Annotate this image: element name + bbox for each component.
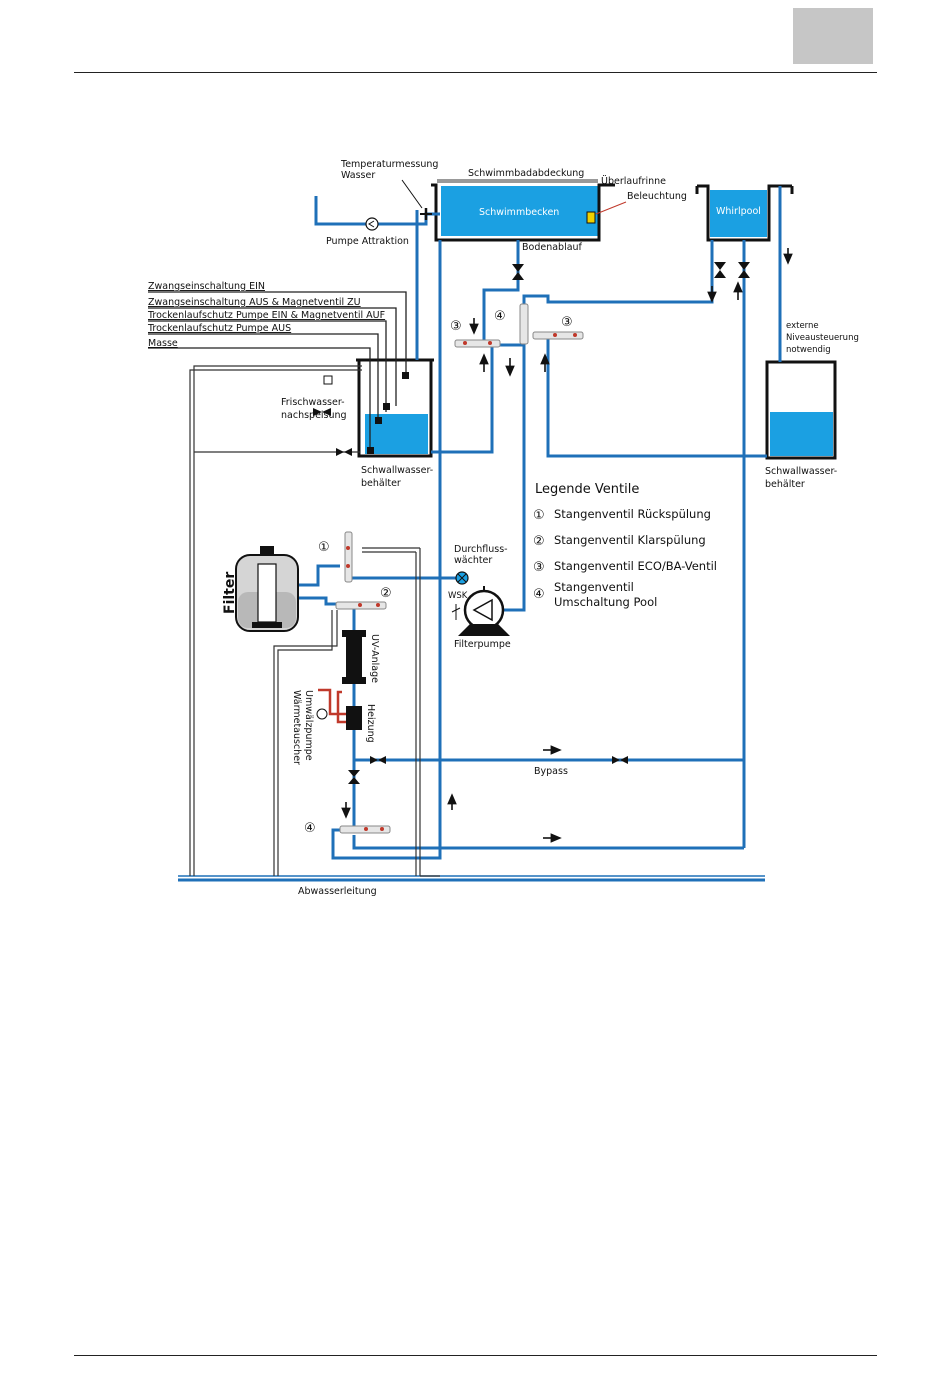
heater-icon [346, 706, 362, 730]
whirlpool-label: Whirlpool [716, 206, 761, 217]
external-label-1: externe [786, 321, 819, 331]
whirlpool-tank: Whirlpool [695, 184, 794, 242]
surge-left-label-1: Schwallwasser- [361, 465, 433, 476]
cover-label: Schwimmbadabdeckung [468, 168, 584, 179]
wire-label-3: Trockenlaufschutz Pumpe EIN & Magnetvent… [147, 310, 385, 321]
heater-label: Heizung [365, 704, 376, 743]
surge-tank-left [356, 358, 434, 458]
surge-right-label-1: Schwallwasser- [765, 466, 837, 477]
circ-pump-label-1: Umwälzpumpe [303, 690, 314, 761]
legend-title: Legende Ventile [535, 482, 639, 497]
uv-unit-icon [342, 630, 366, 684]
pump-attraction-label: Pumpe Attraktion [326, 236, 409, 247]
pump-label: Filterpumpe [454, 639, 511, 650]
flow-label-2: wächter [454, 555, 492, 566]
drain-lines [189, 365, 440, 877]
fresh-water-label-2: nachspeisung [281, 410, 347, 421]
filter-icon [235, 546, 299, 632]
legend-num-4: ④ [533, 587, 545, 602]
control-wires [148, 291, 407, 452]
wire-label-5: Masse [148, 338, 178, 349]
valve-legend: Legende Ventile ① Stangenventil Rückspül… [533, 482, 717, 609]
page-corner-tab [793, 8, 873, 64]
bypass-label: Bypass [534, 766, 568, 777]
legend-num-1: ① [533, 508, 545, 523]
valve-icons [313, 262, 750, 784]
legend-item-2: Stangenventil Klarspülung [554, 533, 706, 547]
legend-item-4: Stangenventil [554, 580, 634, 594]
surge-left-label-2: behälter [361, 478, 401, 489]
lighting-label: Beleuchtung [627, 191, 687, 202]
valve-number-4-top: ④ [494, 309, 506, 324]
wire-label-4: Trockenlaufschutz Pumpe AUS [147, 323, 291, 334]
legend-item-3: Stangenventil ECO/BA-Ventil [554, 559, 717, 573]
wsk-label: WSK [448, 591, 468, 601]
header-rule [74, 72, 877, 73]
external-label-2: Niveausteuerung [786, 333, 859, 343]
circ-pump-label-2: Wärmetauscher [291, 690, 302, 765]
rod-valves [335, 303, 584, 834]
overflow-label: Überlaufrinne [601, 176, 666, 187]
legend-num-3: ③ [533, 560, 545, 575]
valve-number-1: ① [318, 540, 330, 555]
legend-item-4b: Umschaltung Pool [554, 595, 657, 609]
temp-label-1: Temperaturmessung [340, 159, 438, 170]
wire-label-2: Zwangseinschaltung AUS & Magnetventil ZU [148, 297, 361, 308]
flow-label-1: Durchfluss- [454, 544, 508, 555]
surge-tank-right [765, 360, 837, 460]
valve-number-4-bottom: ④ [304, 821, 316, 836]
heat-exchanger-pipes [318, 688, 346, 724]
wire-label-1: Zwangseinschaltung EIN [148, 281, 265, 292]
temp-label-2: Wasser [341, 170, 375, 181]
sewer-label: Abwasserleitung [298, 886, 377, 897]
valve-number-3-right: ③ [561, 315, 573, 330]
valve-number-2: ② [380, 586, 392, 601]
filter-label: Filter [222, 572, 238, 614]
filter-pump-icon [458, 586, 510, 636]
valve-number-3-left: ③ [450, 319, 462, 334]
uv-label: UV-Anlage [369, 634, 380, 683]
footer-rule [74, 1355, 877, 1356]
floor-drain-label: Bodenablauf [522, 242, 583, 253]
legend-item-1: Stangenventil Rückspülung [554, 507, 711, 521]
external-label-3: notwendig [786, 345, 831, 355]
fresh-water-label-1: Frischwasser- [281, 397, 345, 408]
swimming-pool: Schwimmbecken [431, 179, 615, 242]
legend-num-2: ② [533, 534, 545, 549]
pool-label: Schwimmbecken [479, 207, 559, 218]
pump-attraction-icon [365, 217, 379, 231]
surge-right-label-2: behälter [765, 479, 805, 490]
pool-light-icon [586, 211, 596, 224]
